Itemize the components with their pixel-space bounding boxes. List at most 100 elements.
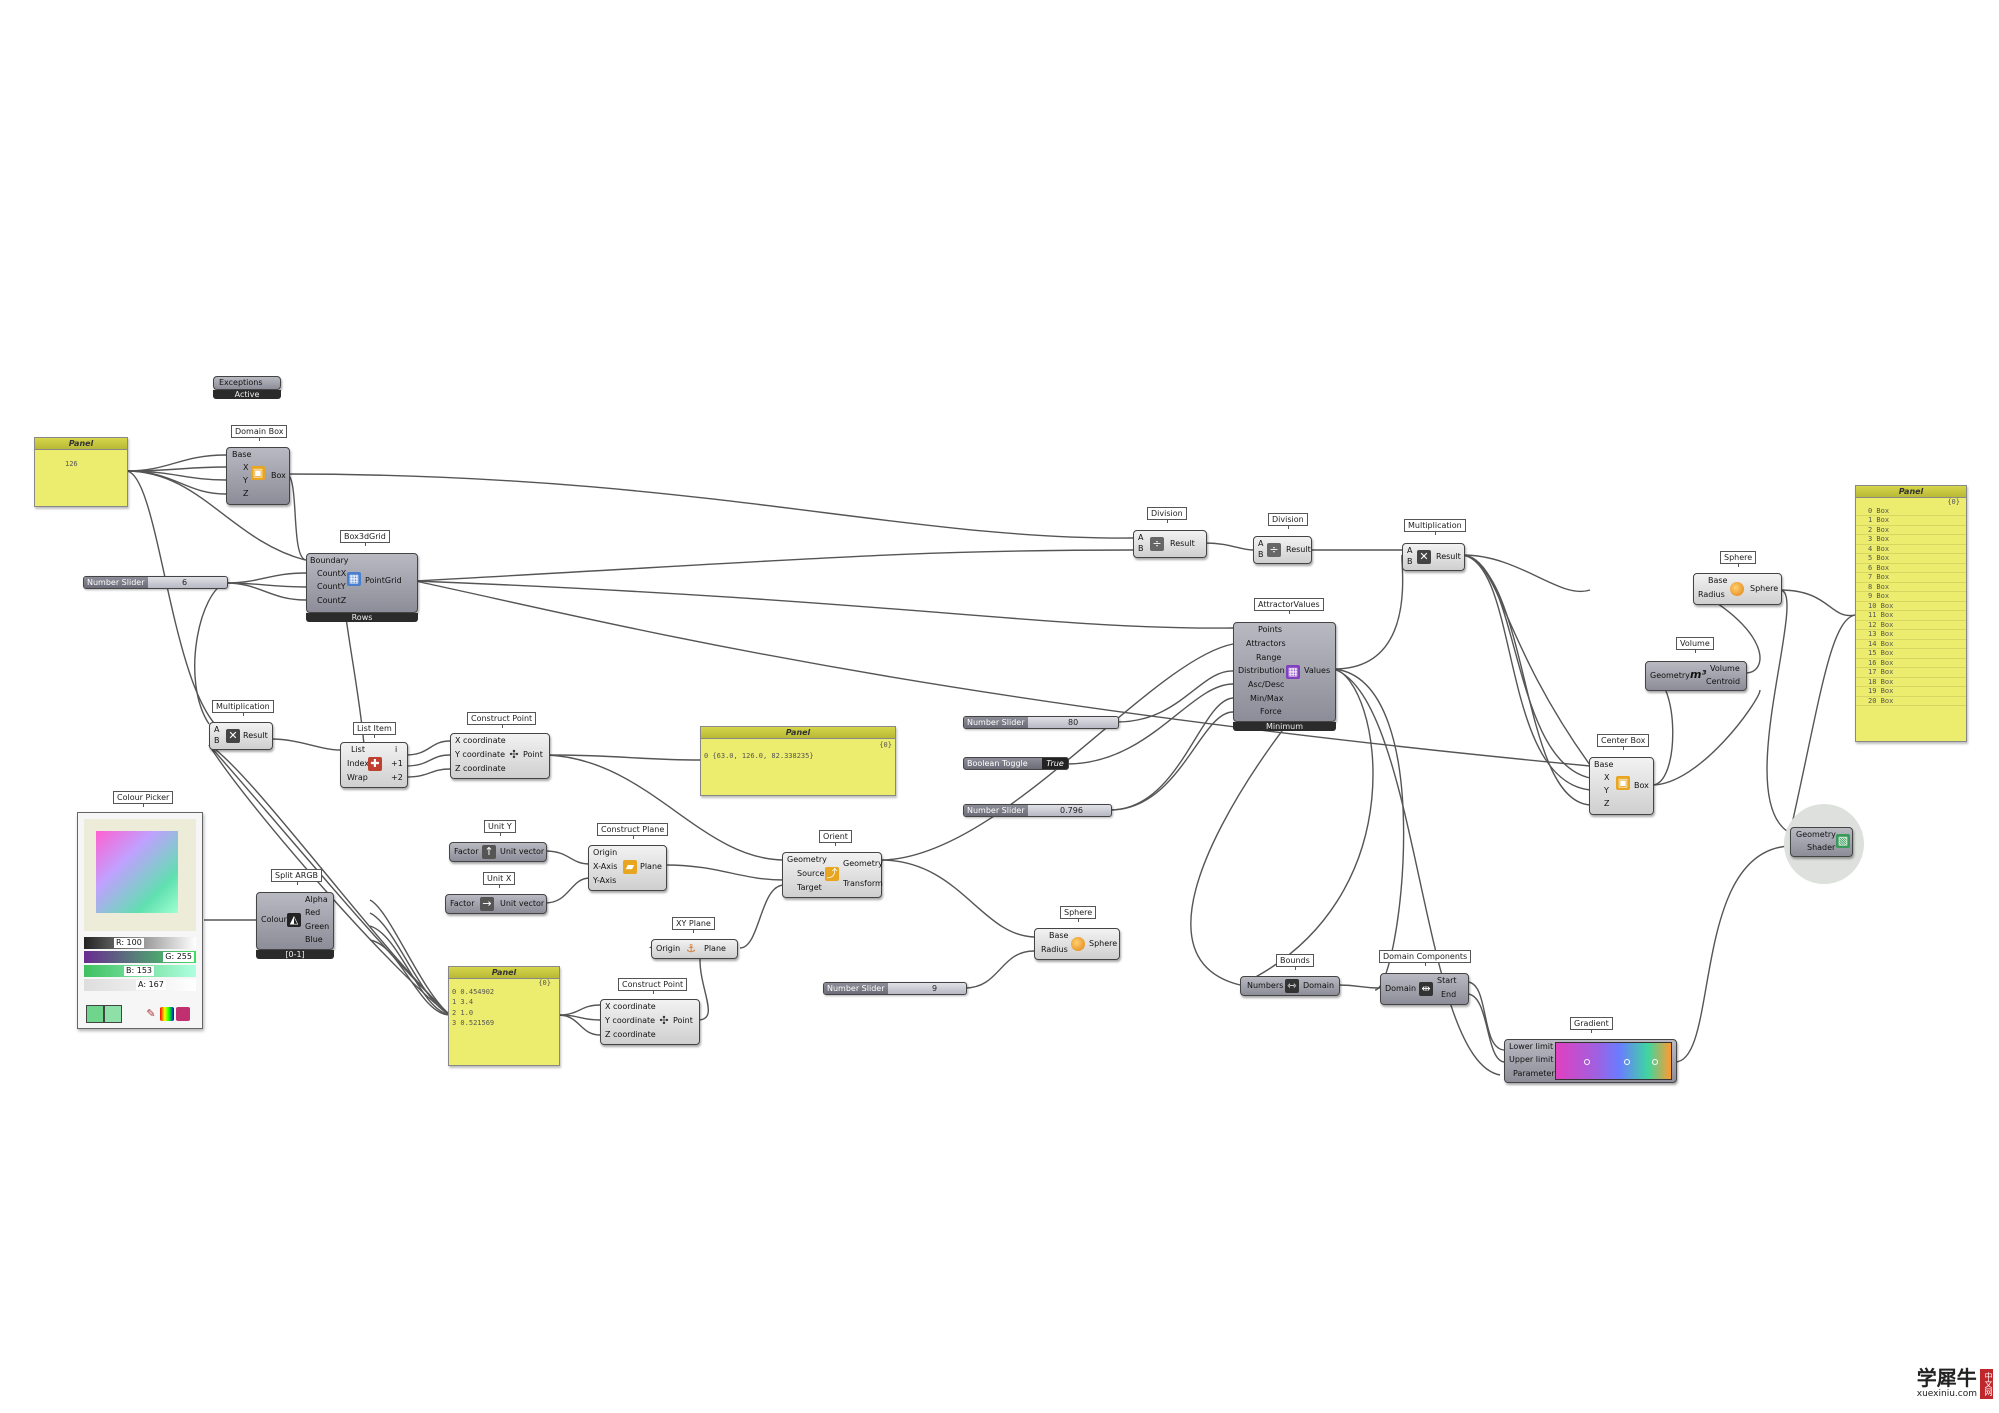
pin-plane[interactable]: Plane (704, 944, 726, 953)
construct-point-bottom-component[interactable]: X coordinate Y coordinate Z coordinate ✣… (600, 999, 700, 1045)
number-slider-count[interactable]: Number Slider 6 (83, 576, 228, 589)
pin-result[interactable]: Result (1170, 539, 1195, 548)
swatch-current[interactable] (86, 1005, 104, 1023)
pin-lower-limit[interactable]: Lower limit (1509, 1042, 1554, 1051)
pin-y[interactable]: Y (1604, 786, 1609, 795)
pin-force[interactable]: Force (1260, 707, 1282, 716)
red-channel[interactable]: R: 100 (84, 937, 196, 949)
pin-a[interactable]: A (1138, 533, 1144, 542)
pin-min-max[interactable]: Min/Max (1250, 694, 1284, 703)
colour-picker-component[interactable]: R: 100 G: 255 B: 153 A: 167 ✎ (77, 812, 203, 1029)
domain-components-component[interactable]: Domain ⇹ Start End (1380, 973, 1469, 1005)
pin-factor[interactable]: Factor (454, 847, 479, 856)
gradient-bar[interactable] (1555, 1042, 1672, 1080)
pin-colour[interactable]: Colour (261, 915, 287, 924)
pin-list[interactable]: List (351, 745, 365, 754)
custom-preview-component[interactable]: Geometry Shader ▧ (1790, 827, 1853, 857)
swatch-previous[interactable] (104, 1005, 122, 1023)
pin-start[interactable]: Start (1437, 976, 1457, 985)
split-argb-component[interactable]: Colour ◭ Alpha Red Green Blue [0-1] (256, 892, 334, 959)
pin-point[interactable]: Point (673, 1016, 693, 1025)
pin-shader[interactable]: Shader (1807, 843, 1836, 852)
pin-a[interactable]: A (1258, 539, 1264, 548)
pin-b[interactable]: B (1138, 544, 1144, 553)
pin-red[interactable]: Red (305, 908, 321, 917)
multiplication-left-component[interactable]: A B ✕ Result (209, 722, 273, 750)
number-slider-range[interactable]: Number Slider 80 (963, 716, 1119, 729)
pin-box[interactable]: Box (1634, 781, 1649, 790)
colour-wheel-icon[interactable] (176, 1007, 190, 1021)
pin-factor[interactable]: Factor (450, 899, 475, 908)
pin-origin[interactable]: Origin (656, 944, 681, 953)
pin-plus1[interactable]: +1 (391, 759, 403, 768)
panel-point[interactable]: Panel {0} 0 {63.0, 126.0, 82.338235} (700, 726, 896, 796)
pin-radius[interactable]: Radius (1041, 945, 1068, 954)
pin-upper-limit[interactable]: Upper limit (1509, 1055, 1554, 1064)
pin-radius[interactable]: Radius (1698, 590, 1725, 599)
pin-sphere[interactable]: Sphere (1089, 939, 1118, 948)
pin-range[interactable]: Range (1256, 653, 1282, 662)
pin-county[interactable]: CountY (317, 582, 346, 591)
pin-a[interactable]: A (214, 725, 220, 734)
pin-origin[interactable]: Origin (593, 848, 618, 857)
pin-i[interactable]: i (395, 745, 398, 754)
pin-x[interactable]: X (243, 463, 249, 472)
pin-blue[interactable]: Blue (305, 935, 323, 944)
orient-component[interactable]: Geometry Source Target ⤴ Geometry Transf… (782, 852, 883, 898)
division-2-component[interactable]: A B ÷ Result (1253, 536, 1312, 564)
pin-result[interactable]: Result (1286, 545, 1311, 554)
gradient-component[interactable]: Lower limit Upper limit Parameter (1504, 1039, 1677, 1083)
multiplication-right-component[interactable]: A B ✕ Result (1402, 543, 1465, 571)
gradient-stop[interactable] (1652, 1059, 1658, 1065)
green-channel[interactable]: G: 255 (84, 951, 196, 963)
pin-y-coordinate[interactable]: Y coordinate (605, 1016, 656, 1025)
pin-index[interactable]: Index (347, 759, 370, 768)
pin-distribution[interactable]: Distribution (1238, 666, 1285, 675)
pin-alpha[interactable]: Alpha (305, 895, 328, 904)
unit-y-component[interactable]: Factor ↑ Unit vector (449, 842, 547, 862)
pin-a[interactable]: A (1407, 546, 1413, 555)
pin-x[interactable]: X (1604, 773, 1610, 782)
attractor-values-component[interactable]: Points Attractors Range Distribution Asc… (1233, 622, 1336, 731)
pin-box[interactable]: Box (271, 471, 286, 480)
pin-b[interactable]: B (1407, 557, 1413, 566)
domain-box-component[interactable]: Base X Y Z ▣ Box (226, 447, 290, 505)
construct-plane-component[interactable]: Origin X-Axis Y-Axis ▰ Plane (588, 845, 667, 891)
pin-unit-vector[interactable]: Unit vector (500, 899, 545, 908)
sphere-mid-component[interactable]: Base Radius Sphere (1034, 928, 1120, 960)
pin-b[interactable]: B (214, 736, 220, 745)
pin-x-axis[interactable]: X-Axis (593, 862, 618, 871)
pin-geometry[interactable]: Geometry (1650, 671, 1690, 680)
number-slider-force[interactable]: Number Slider 0.796 (963, 804, 1112, 817)
alpha-channel[interactable]: A: 167 (84, 979, 196, 991)
pin-base[interactable]: Base (1049, 931, 1069, 940)
pin-z-coordinate[interactable]: Z coordinate (455, 764, 506, 773)
panel-input[interactable]: Panel 126 (34, 437, 128, 507)
pin-plus2[interactable]: +2 (391, 773, 403, 782)
list-item-component[interactable]: List Index Wrap ✚ i +1 +2 (340, 742, 408, 788)
volume-component[interactable]: Geometry m³ Volume Centroid (1645, 661, 1747, 691)
pin-points[interactable]: Points (1258, 625, 1283, 634)
sphere-right-component[interactable]: Base Radius Sphere (1693, 573, 1782, 605)
pin-plane[interactable]: Plane (640, 862, 662, 871)
pin-attractors[interactable]: Attractors (1246, 639, 1286, 648)
pin-volume[interactable]: Volume (1710, 664, 1740, 673)
pin-domain[interactable]: Domain (1303, 981, 1335, 990)
unit-x-component[interactable]: Factor → Unit vector (445, 894, 547, 914)
pin-centroid[interactable]: Centroid (1706, 677, 1741, 686)
pin-countx[interactable]: CountX (317, 569, 347, 578)
palette-icon[interactable] (160, 1007, 174, 1021)
pin-geometry[interactable]: Geometry (1796, 830, 1836, 839)
pin-wrap[interactable]: Wrap (347, 773, 368, 782)
construct-point-top-component[interactable]: X coordinate Y coordinate Z coordinate ✣… (450, 733, 550, 779)
pin-countz[interactable]: CountZ (317, 596, 347, 605)
panel-values[interactable]: Panel {0} 0 0.454902 1 3.4 2 1.0 3 0.521… (448, 966, 560, 1066)
colour-cube[interactable] (96, 831, 178, 913)
pin-b[interactable]: B (1258, 550, 1264, 559)
pin-boundary[interactable]: Boundary (310, 556, 349, 565)
box3dgrid-component[interactable]: Boundary CountX CountY CountZ ▦ PointGri… (306, 553, 418, 622)
pin-target[interactable]: Target (797, 883, 822, 892)
xy-plane-component[interactable]: Origin ⚓ Plane (651, 939, 738, 959)
